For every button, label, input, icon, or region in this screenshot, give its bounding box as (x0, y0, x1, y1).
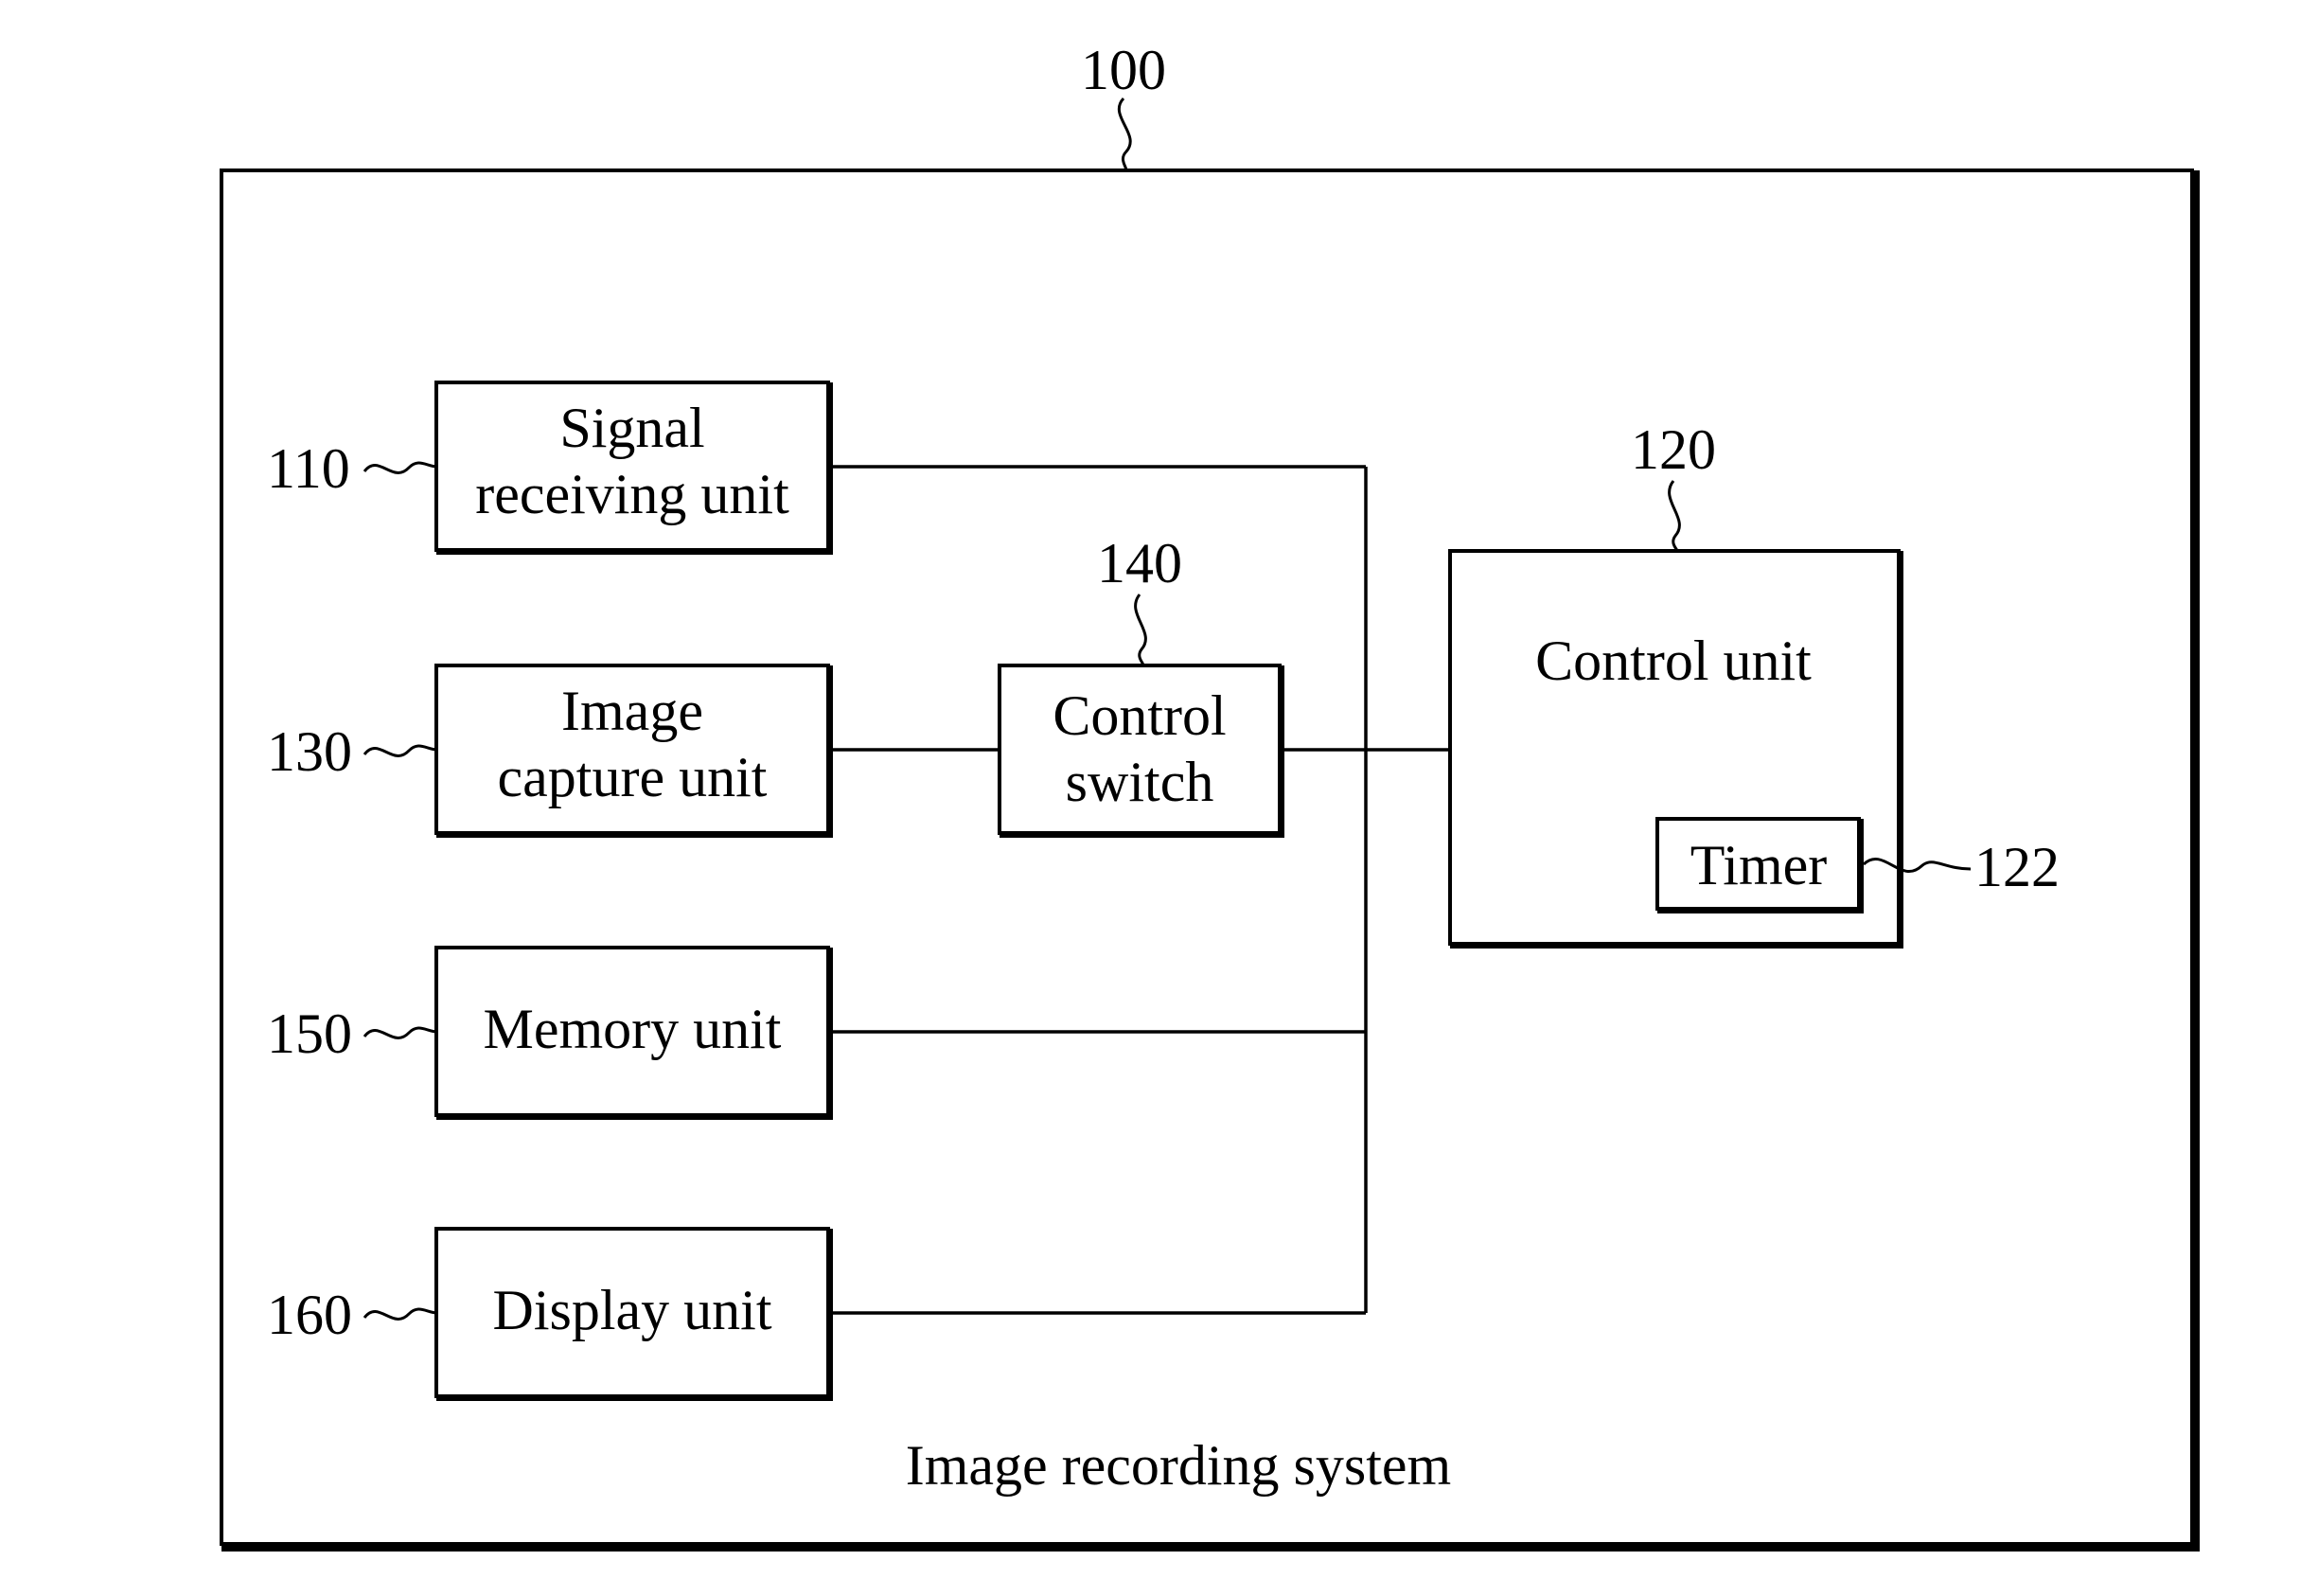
system-ref-leader (1119, 98, 1130, 170)
timer-block: Timer (1657, 819, 1864, 913)
system-ref-label: 100 (1081, 39, 1166, 101)
memory-unit-label: Memory unit (484, 998, 782, 1060)
control-switch-line-2: switch (1066, 751, 1214, 813)
display-unit-block: Display unit (436, 1229, 833, 1401)
timer-ref: 122 (1974, 836, 2060, 898)
system-caption: Image recording system (906, 1434, 1451, 1497)
image-capture-unit-block: Image capture unit (436, 665, 833, 838)
signal-receiving-unit-ref: 110 (267, 437, 350, 500)
signal-receiving-unit-line-2: receiving unit (475, 463, 789, 525)
image-capture-unit-line-1: Image (561, 680, 703, 742)
control-switch-ref: 140 (1097, 532, 1182, 594)
control-unit-ref: 120 (1631, 418, 1716, 481)
display-unit-label: Display unit (493, 1279, 772, 1341)
signal-receiving-unit-block: Signal receiving unit (436, 382, 833, 555)
control-unit-label: Control unit (1535, 630, 1812, 692)
control-switch-line-1: Control (1053, 684, 1226, 747)
display-unit-ref: 160 (267, 1284, 352, 1346)
signal-receiving-unit-line-1: Signal (559, 397, 704, 459)
memory-unit-block: Memory unit (436, 948, 833, 1120)
image-capture-unit-line-2: capture unit (498, 746, 768, 808)
control-switch-block: Control switch (1000, 665, 1284, 838)
image-capture-unit-ref: 130 (267, 720, 352, 783)
timer-label: Timer (1690, 834, 1828, 896)
memory-unit-ref: 150 (267, 1002, 352, 1065)
